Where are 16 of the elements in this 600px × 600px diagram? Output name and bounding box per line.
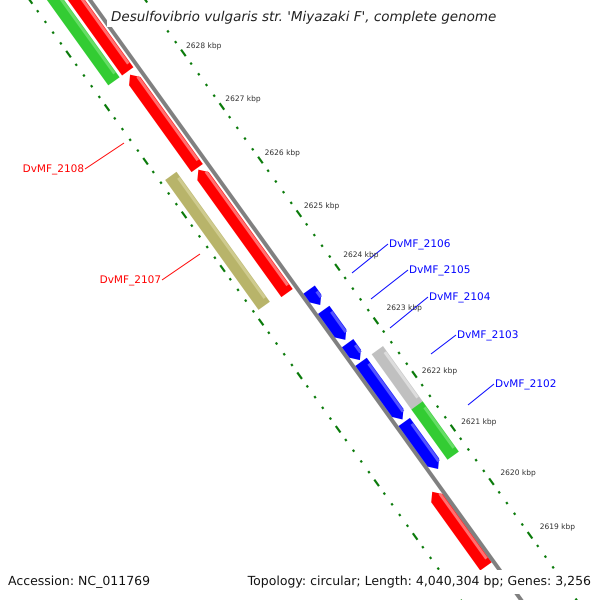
gene-label: DvMF_2104 xyxy=(429,290,490,304)
gene-label: DvMF_2102 xyxy=(495,377,556,391)
leader-line xyxy=(390,296,428,328)
gene-label: DvMF_2103 xyxy=(457,328,518,342)
genome-summary-text: Topology: circular; Length: 4,040,304 bp; Genes: 3,256 xyxy=(248,573,591,589)
leader-line xyxy=(352,244,388,274)
accession-text: Accession: NC_011769 xyxy=(8,573,150,589)
gene-label: DvMF_2107 xyxy=(100,273,161,287)
gene-label: DvMF_2106 xyxy=(389,237,450,251)
leader-line xyxy=(162,254,200,280)
leader-line xyxy=(84,142,124,170)
leader-line xyxy=(430,334,456,354)
leader-line xyxy=(370,270,408,300)
gene-label: DvMF_2105 xyxy=(409,263,470,277)
leader-line xyxy=(468,384,494,406)
gene-label: DvMF_2108 xyxy=(22,162,84,176)
